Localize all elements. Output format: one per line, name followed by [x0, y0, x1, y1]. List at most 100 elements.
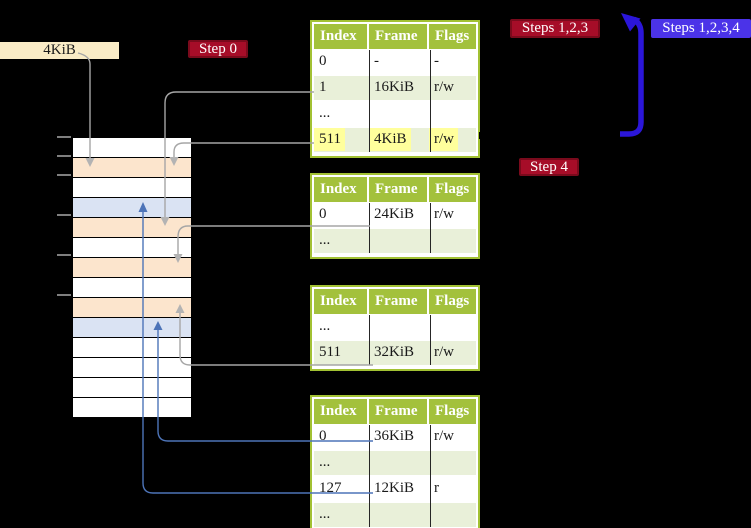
cell-text: r/w: [434, 206, 454, 222]
page-table-4-row-0-cell-1: 36KiB: [369, 425, 429, 449]
cell-text: ...: [319, 232, 331, 248]
page-table-1-row-3-cell-0: 511: [314, 128, 369, 152]
page-table-1-row-0-cell-0: 0: [314, 50, 369, 74]
cell-text: 511: [319, 344, 341, 360]
page-table-2-column-separator-1: [430, 203, 431, 253]
page-table-3-row-1: 511 32KiB r/w: [314, 341, 476, 365]
page-table-1-row-2-cell-0: ...: [314, 102, 369, 126]
arrow-pt1-index511-to-frame-4kib: [173, 142, 314, 157]
page-table-3-header-flags: Flags: [435, 293, 470, 309]
page-table-2-row-1-cell-2: [429, 229, 476, 253]
cell-text: ...: [319, 318, 331, 334]
free-frame-size-box: 4KiB: [0, 42, 119, 59]
memory-frame-row-0: [73, 138, 191, 157]
cell-text: ...: [319, 506, 331, 522]
page-table-2-header-flags: Flags: [435, 181, 470, 197]
page-table-3-column-separator-1: [430, 315, 431, 365]
cell-text: 127: [319, 480, 342, 496]
page-table-3-row-0-cell-0: ...: [314, 315, 369, 339]
page-table-4-row-0-cell-2: r/w: [429, 425, 476, 449]
page-table-3-row-0-cell-1: [369, 315, 429, 339]
page-table-4-row-3-cell-1: [369, 503, 429, 527]
memory-frame-row-5: [73, 238, 191, 257]
page-table-1-row-1-cell-1: 16KiB: [369, 76, 429, 100]
page-table-1-column-separator-0: [369, 50, 370, 152]
page-table-3-row-1-cell-0: 511: [314, 341, 369, 365]
page-table-3-header-frame: Frame: [369, 289, 429, 314]
page-table-3-header-index: Index: [314, 289, 369, 314]
page-table-1-row-2-cell-1: [369, 102, 429, 126]
page-table-4-row-1: ...: [314, 451, 476, 475]
memory-frame-row-11: [73, 358, 191, 377]
page-table-4-row-0: 0 36KiB r/w: [314, 425, 476, 449]
page-table-1-header-frame: Frame: [369, 24, 429, 49]
cell-text: 4KiB: [369, 128, 411, 151]
page-table-4-row-1-cell-1: [369, 451, 429, 475]
cell-text: r/w: [434, 79, 454, 95]
cell-text: ...: [319, 105, 331, 121]
page-table-3-row-1-cell-1: 32KiB: [369, 341, 429, 365]
page-table-2-header-index: Index: [314, 177, 369, 202]
page-table-4-header-flags: Flags: [435, 403, 470, 419]
page-table-1-header-flags: Flags: [435, 28, 470, 44]
page-table-4-row-3-cell-2: [429, 503, 476, 527]
cell-text: 36KiB: [374, 428, 415, 444]
page-table-2-row-1-cell-0: ...: [314, 229, 369, 253]
page-table-4-row-2-cell-2: r: [429, 477, 476, 501]
page-table-3-row-0: ...: [314, 315, 476, 339]
cell-text: 12KiB: [374, 480, 415, 496]
memory-frame-row-9: [73, 318, 191, 337]
page-table-1-row-0: 0 - -: [314, 50, 476, 74]
cell-text: ...: [319, 454, 331, 470]
page-table-4-row-2-cell-0: 127: [314, 477, 369, 501]
cell-text: 16KiB: [374, 79, 415, 95]
page-table-2-row-1-cell-1: [369, 229, 429, 253]
loop-arrowhead: [621, 13, 641, 32]
label-step-4: Step 4: [519, 158, 579, 176]
page-table-2-row-0-cell-0: 0: [314, 203, 369, 227]
page-table-3-row-0-cell-2: [429, 315, 476, 339]
page-table-4-header-frame: Frame: [369, 399, 429, 424]
cell-text: -: [434, 53, 439, 69]
page-table-4-row-3-cell-0: ...: [314, 503, 369, 527]
memory-frame-row-8: [73, 298, 191, 317]
cell-text: r/w: [434, 428, 454, 444]
table1-row-anchor-nub: [479, 132, 483, 139]
cell-text: r: [434, 480, 439, 496]
cell-text: 0: [319, 206, 327, 222]
cell-text: -: [374, 53, 379, 69]
memory-frame-row-10: [73, 338, 191, 357]
page-table-1-row-0-cell-2: -: [429, 50, 476, 74]
memory-frame-row-1: [73, 158, 191, 177]
memory-tick-5: [57, 294, 71, 296]
memory-frame-row-6: [73, 258, 191, 277]
label-steps-1-2-3-4: Steps 1,2,3,4: [651, 19, 751, 38]
cell-text: 0: [319, 428, 327, 444]
memory-frame-row-13: [73, 398, 191, 417]
memory-frame-row-2: [73, 178, 191, 197]
cell-text: r/w: [434, 344, 454, 360]
page-table-1-column-separator-1: [430, 50, 431, 152]
page-table-2-row-0-cell-2: r/w: [429, 203, 476, 227]
page-table-1-row-3-cell-2: r/w: [429, 128, 476, 152]
page-table-4-row-2-cell-1: 12KiB: [369, 477, 429, 501]
memory-frame-row-4: [73, 218, 191, 237]
cell-text: 0: [319, 53, 327, 69]
page-table-3-column-separator-0: [369, 315, 370, 365]
page-table-1-row-0-cell-1: -: [369, 50, 429, 74]
cell-text: r/w: [429, 128, 458, 151]
page-table-4-row-1-cell-2: [429, 451, 476, 475]
page-table-1-row-1-cell-2: r/w: [429, 76, 476, 100]
page-table-4-row-1-cell-0: ...: [314, 451, 369, 475]
memory-tick-2: [57, 174, 71, 176]
page-table-4-column-separator-0: [369, 425, 370, 527]
